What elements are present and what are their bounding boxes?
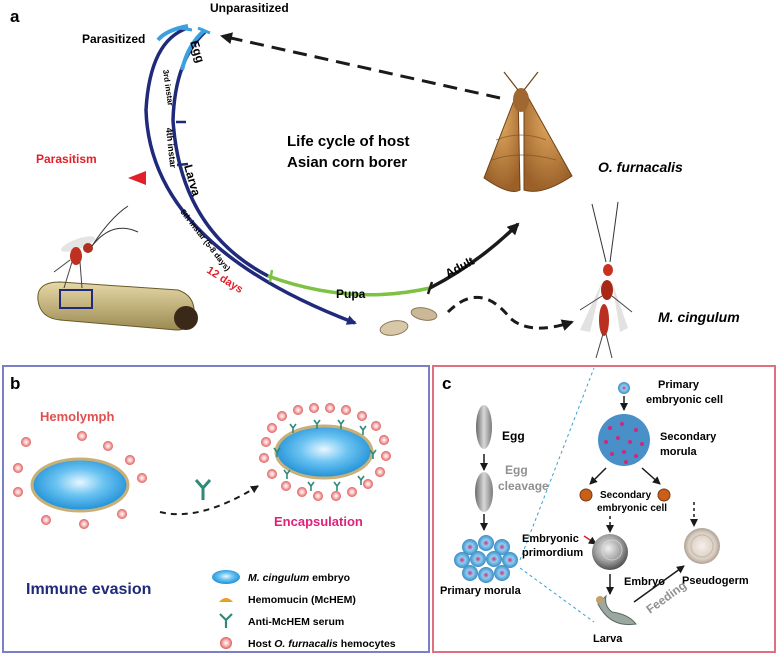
unparasitized-larva-arc [171, 30, 269, 278]
parasitism-marker-icon [128, 171, 146, 185]
legend-item-anti-serum: Anti-McHEM serum [248, 616, 344, 628]
tick [176, 162, 189, 167]
larva-label: Larva [593, 633, 623, 645]
bound-antibodies [273, 419, 377, 491]
embryo-label: Embryo [624, 576, 665, 588]
fifth-instar-label: 5th instar (5-8 days) [178, 208, 232, 273]
moth-illustration [483, 71, 573, 192]
panel-b-legend: M. cingulum embryo Hemomucin (McHEM) Ant… [212, 570, 396, 650]
pupa-to-wasp-dashed-arrow [446, 296, 574, 331]
encapsulating-hemocytes [259, 403, 391, 501]
encapsulation-label: Encapsulation [274, 514, 363, 529]
secondary-morula-label-2: morula [660, 446, 698, 458]
secondary-embryonic-cell-label-1: Secondary [600, 490, 652, 501]
legend-item-hemocytes: Host O. furnacalis hemocytes [248, 638, 396, 650]
legend-embryo-swatch [212, 570, 240, 584]
secondary-embryonic-cell-label-2: embryonic cell [597, 503, 667, 514]
egg-label: Egg [502, 429, 525, 443]
parasitized-label: Parasitized [82, 32, 145, 46]
lifecycle-title-line1: Life cycle of host [287, 133, 410, 150]
panel-b-border [2, 365, 430, 653]
encapsulation-dashed-arrow [159, 485, 259, 516]
adult-arc [429, 222, 520, 290]
egg-image [476, 405, 492, 449]
pseudogerm-label: Pseudogerm [682, 575, 749, 587]
secondary-morula-dots [604, 422, 644, 464]
panel-c: c Egg Egg cleavage Primary morula Primar… [432, 365, 776, 653]
secondary-morula-image [598, 414, 650, 466]
fourth-instar-label: 4th instar [164, 127, 178, 169]
legend-antibody-swatch [219, 613, 233, 628]
primary-morula-label: Primary morula [440, 585, 522, 597]
wasp-species-label: M. cingulum [658, 309, 740, 325]
lifecycle-title-line2: Asian corn borer [287, 154, 407, 171]
divider-dashed-line [519, 567, 595, 623]
wasp-illustration [579, 201, 633, 359]
egg-cleavage-label-1: Egg [505, 463, 528, 477]
egg-cleavage-label-2: cleavage [498, 479, 549, 493]
parasitized-development-arc [144, 26, 357, 325]
tick [179, 26, 193, 32]
parasitism-label: Parasitism [36, 152, 97, 166]
primary-embryonic-cell-label-1: Primary [658, 379, 700, 391]
pupa-label: Pupa [336, 287, 366, 301]
immune-evasion-label: Immune evasion [26, 581, 151, 598]
unparasitized-label: Unparasitized [210, 1, 289, 15]
feeding-arrow [633, 565, 685, 603]
embryo-left [30, 457, 130, 513]
embryo-encapsulated [274, 424, 374, 480]
panel-b-letter: b [10, 374, 20, 393]
larva-image [597, 594, 637, 626]
third-instar-label: 3rd instar [161, 69, 175, 106]
egg-label: Egg [187, 39, 207, 65]
infection-site-box [59, 289, 93, 309]
cleaving-egg-image [475, 472, 493, 512]
panel-c-letter: c [442, 374, 451, 393]
pseudogerm-image [684, 528, 720, 564]
panel-b: b Hemolymph Encapsulation Immune evasion [2, 365, 430, 653]
caterpillar-with-wasp-illustration [37, 205, 198, 331]
secondary-embryonic-cell-image [657, 488, 671, 502]
legend-hemomucin-swatch [219, 598, 233, 602]
embryonic-primordium-label-2: primordium [522, 547, 583, 559]
primary-embryonic-cell-label-2: embryonic cell [646, 394, 723, 406]
panel-c-border [432, 365, 776, 653]
host-species-label: O. furnacalis [598, 159, 683, 175]
red-pointer-arrow [583, 535, 597, 545]
tick [426, 281, 434, 295]
unparasitized-egg-segment [180, 28, 207, 71]
parasitized-egg-segment [156, 24, 189, 42]
legend-item-hemomucin: Hemomucin (McHEM) [248, 594, 356, 606]
pupae-illustration [379, 307, 438, 336]
adult-label: Adult [443, 254, 477, 281]
embryonic-primordium-label-1: Embryonic [522, 533, 579, 545]
arrow [641, 467, 661, 485]
embryo-image [592, 534, 628, 570]
antibody-icon [194, 479, 212, 500]
secondary-morula-label-1: Secondary [660, 431, 717, 443]
adult-to-egg-dashed-arrow [220, 32, 501, 100]
hemolymph-label: Hemolymph [40, 409, 114, 424]
primary-embryonic-cell-image [618, 382, 630, 394]
legend-item-embryo: M. cingulum embryo [248, 572, 350, 584]
panel-a-letter: a [10, 7, 20, 26]
tick [268, 269, 274, 283]
divider-dashed-line [519, 367, 595, 561]
secondary-embryonic-cell-image [579, 488, 593, 502]
legend-hemocyte-swatch [220, 637, 232, 649]
panel-a: a Unparasitized Parasitized Egg 3rd inst… [10, 1, 740, 359]
free-hemocytes [13, 431, 147, 529]
arrow [589, 467, 607, 485]
tick [197, 26, 211, 35]
primary-morula-image [454, 535, 518, 583]
pupa-arc [267, 274, 431, 297]
